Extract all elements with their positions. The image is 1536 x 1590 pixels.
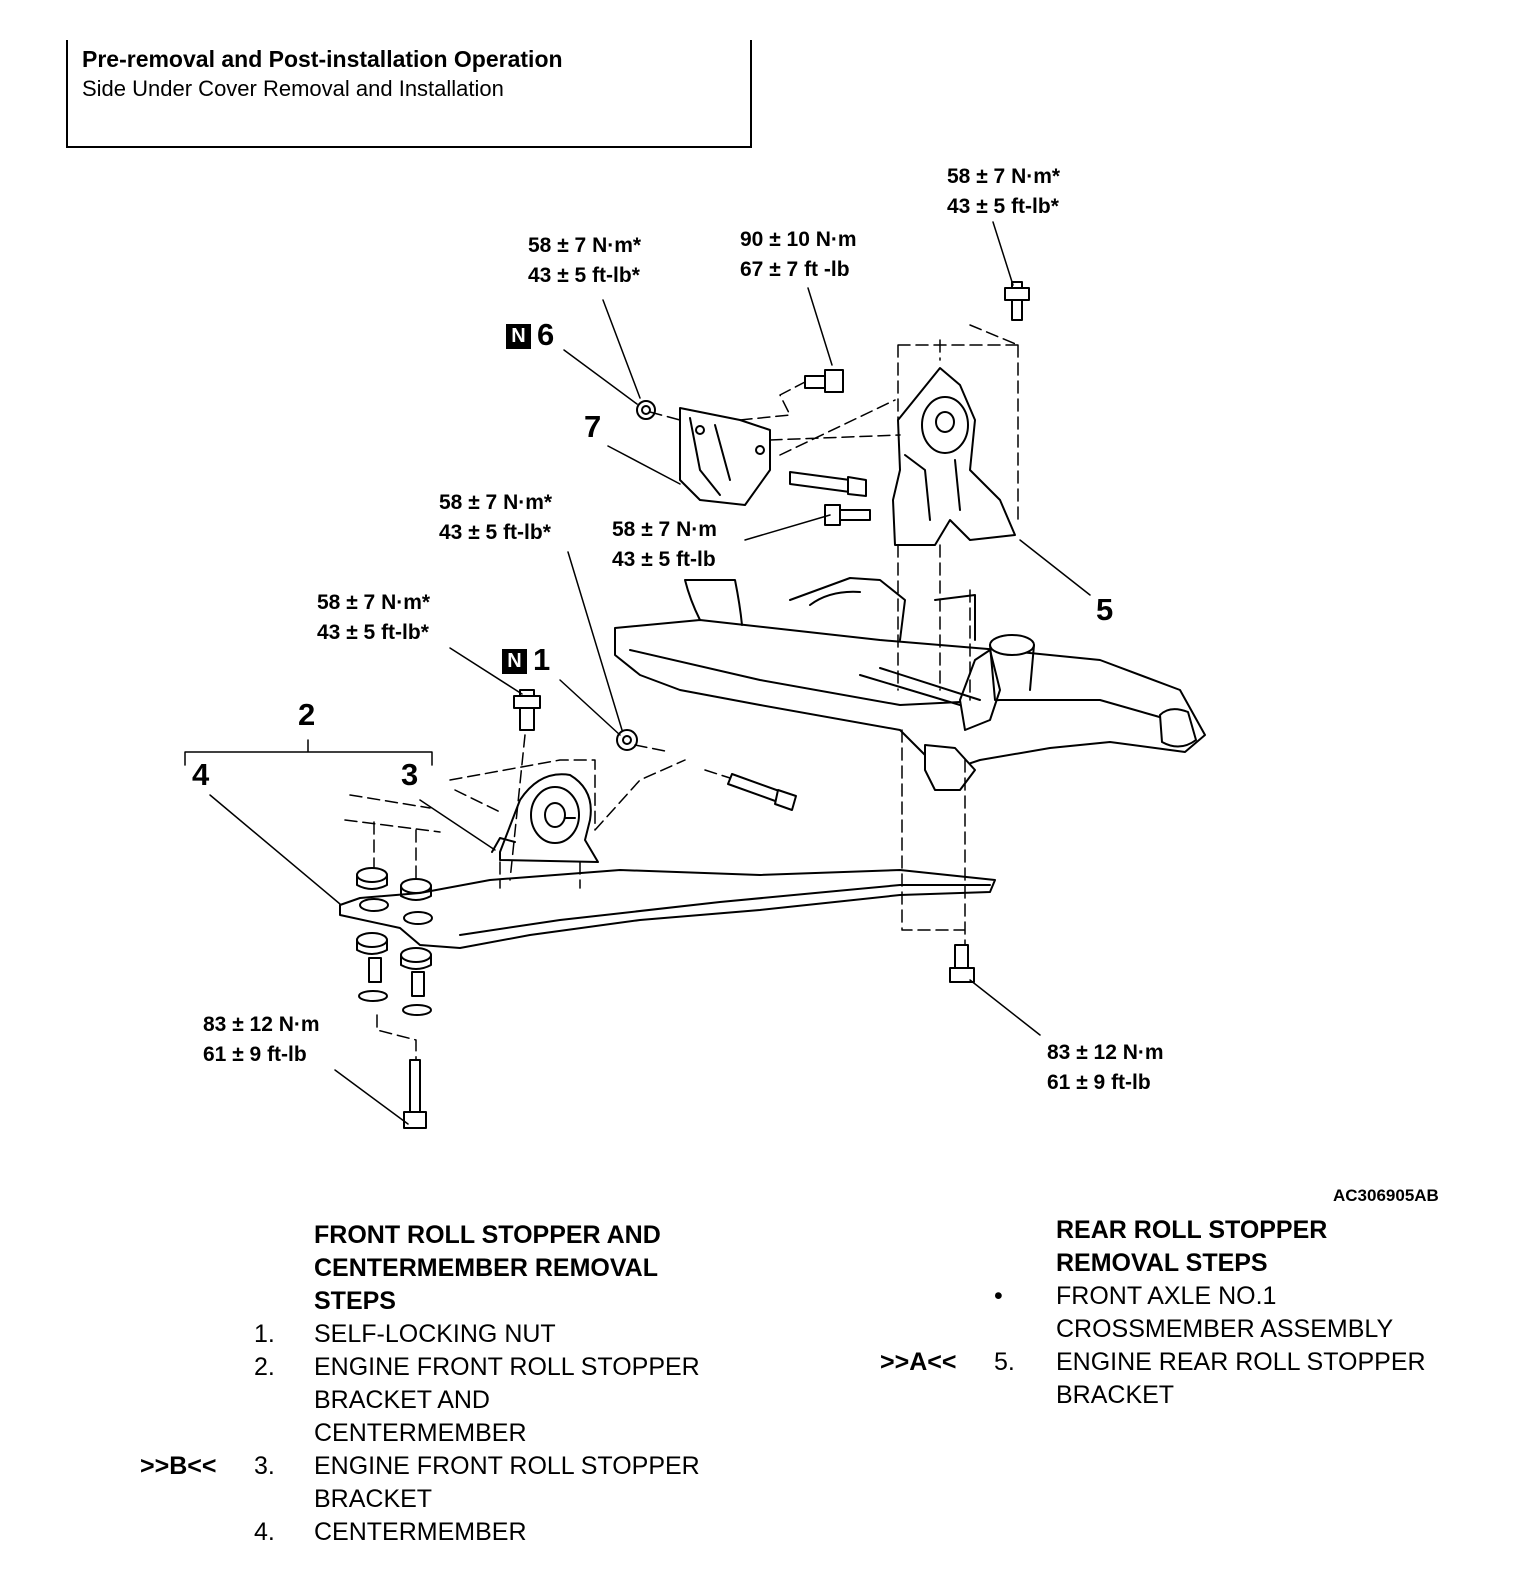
rear-step-5: >>A<< 5. ENGINE REAR ROLL STOPPER BRACKE… (880, 1348, 1426, 1409)
n-mark-icon: N (506, 324, 531, 349)
callout-4: 4 (192, 757, 210, 792)
torque-label-bottom-left: 83 ± 12 N·m 61 ± 9 ft-lb (203, 1013, 320, 1066)
centermember (339, 869, 996, 949)
torque-label-top-right: 58 ± 7 N·m* 43 ± 5 ft-lb* (947, 165, 1061, 218)
assembly-lines (344, 324, 1019, 1061)
torque-label-nut1: 58 ± 7 N·m* 43 ± 5 ft-lb* (439, 491, 553, 544)
callout-2: 2 (298, 697, 316, 732)
rear-roll-stopper-bracket (892, 367, 1016, 546)
rear-steps-list: REAR ROLL STOPPER REMOVAL STEPS • FRONT … (880, 1214, 1520, 1412)
bolts (403, 281, 1030, 1129)
rear-step-crossmember: • FRONT AXLE NO.1 CROSSMEMBER ASSEMBLY (994, 1282, 1394, 1343)
callout-5: 5 (1096, 592, 1114, 627)
bushing-stack (356, 867, 432, 1016)
pre-removal-subtitle: Side Under Cover Removal and Installatio… (82, 76, 504, 101)
service-point-mark: >>B<< (140, 1452, 217, 1480)
callout-3: 3 (401, 757, 419, 792)
bullet-icon: • (994, 1282, 1003, 1310)
pre-removal-title: Pre-removal and Post-installation Operat… (82, 46, 563, 72)
leader-lines (184, 221, 1091, 1125)
torque-label-bottom-right: 83 ± 12 N·m 61 ± 9 ft-lb (1047, 1041, 1164, 1094)
n-mark-icon: N (502, 649, 527, 674)
front-step-1: 1. SELF-LOCKING NUT (254, 1320, 556, 1348)
front-steps-heading: FRONT ROLL STOPPER AND CENTERMEMBER REMO… (314, 1221, 661, 1315)
front-step-4: 4. CENTERMEMBER (254, 1518, 527, 1546)
front-steps-list: FRONT ROLL STOPPER AND CENTERMEMBER REMO… (140, 1219, 780, 1549)
roll-stopper-bracket-7 (679, 407, 771, 506)
front-axle-crossmember (614, 577, 1206, 791)
torque-label-nut6: 58 ± 7 N·m* 43 ± 5 ft-lb* (528, 234, 642, 287)
front-step-3: >>B<< 3. ENGINE FRONT ROLL STOPPER BRACK… (140, 1452, 700, 1513)
torque-label-bolt7: 90 ± 10 N·m 67 ± 7 ft -lb (740, 228, 857, 281)
front-roll-stopper-bracket (491, 773, 599, 863)
torque-label-bolt3: 58 ± 7 N·m* 43 ± 5 ft-lb* (317, 591, 431, 644)
torque-label-bolt5: 58 ± 7 N·m 43 ± 5 ft-lb (612, 518, 717, 571)
service-point-mark: >>A<< (880, 1348, 957, 1376)
rear-steps-heading: REAR ROLL STOPPER REMOVAL STEPS (1056, 1216, 1328, 1277)
front-step-2: 2. ENGINE FRONT ROLL STOPPER BRACKET AND… (254, 1353, 700, 1447)
pre-removal-box: Pre-removal and Post-installation Operat… (66, 40, 752, 148)
illustration-code: AC306905AB (1333, 1186, 1439, 1205)
callout-7: 7 (584, 409, 602, 444)
